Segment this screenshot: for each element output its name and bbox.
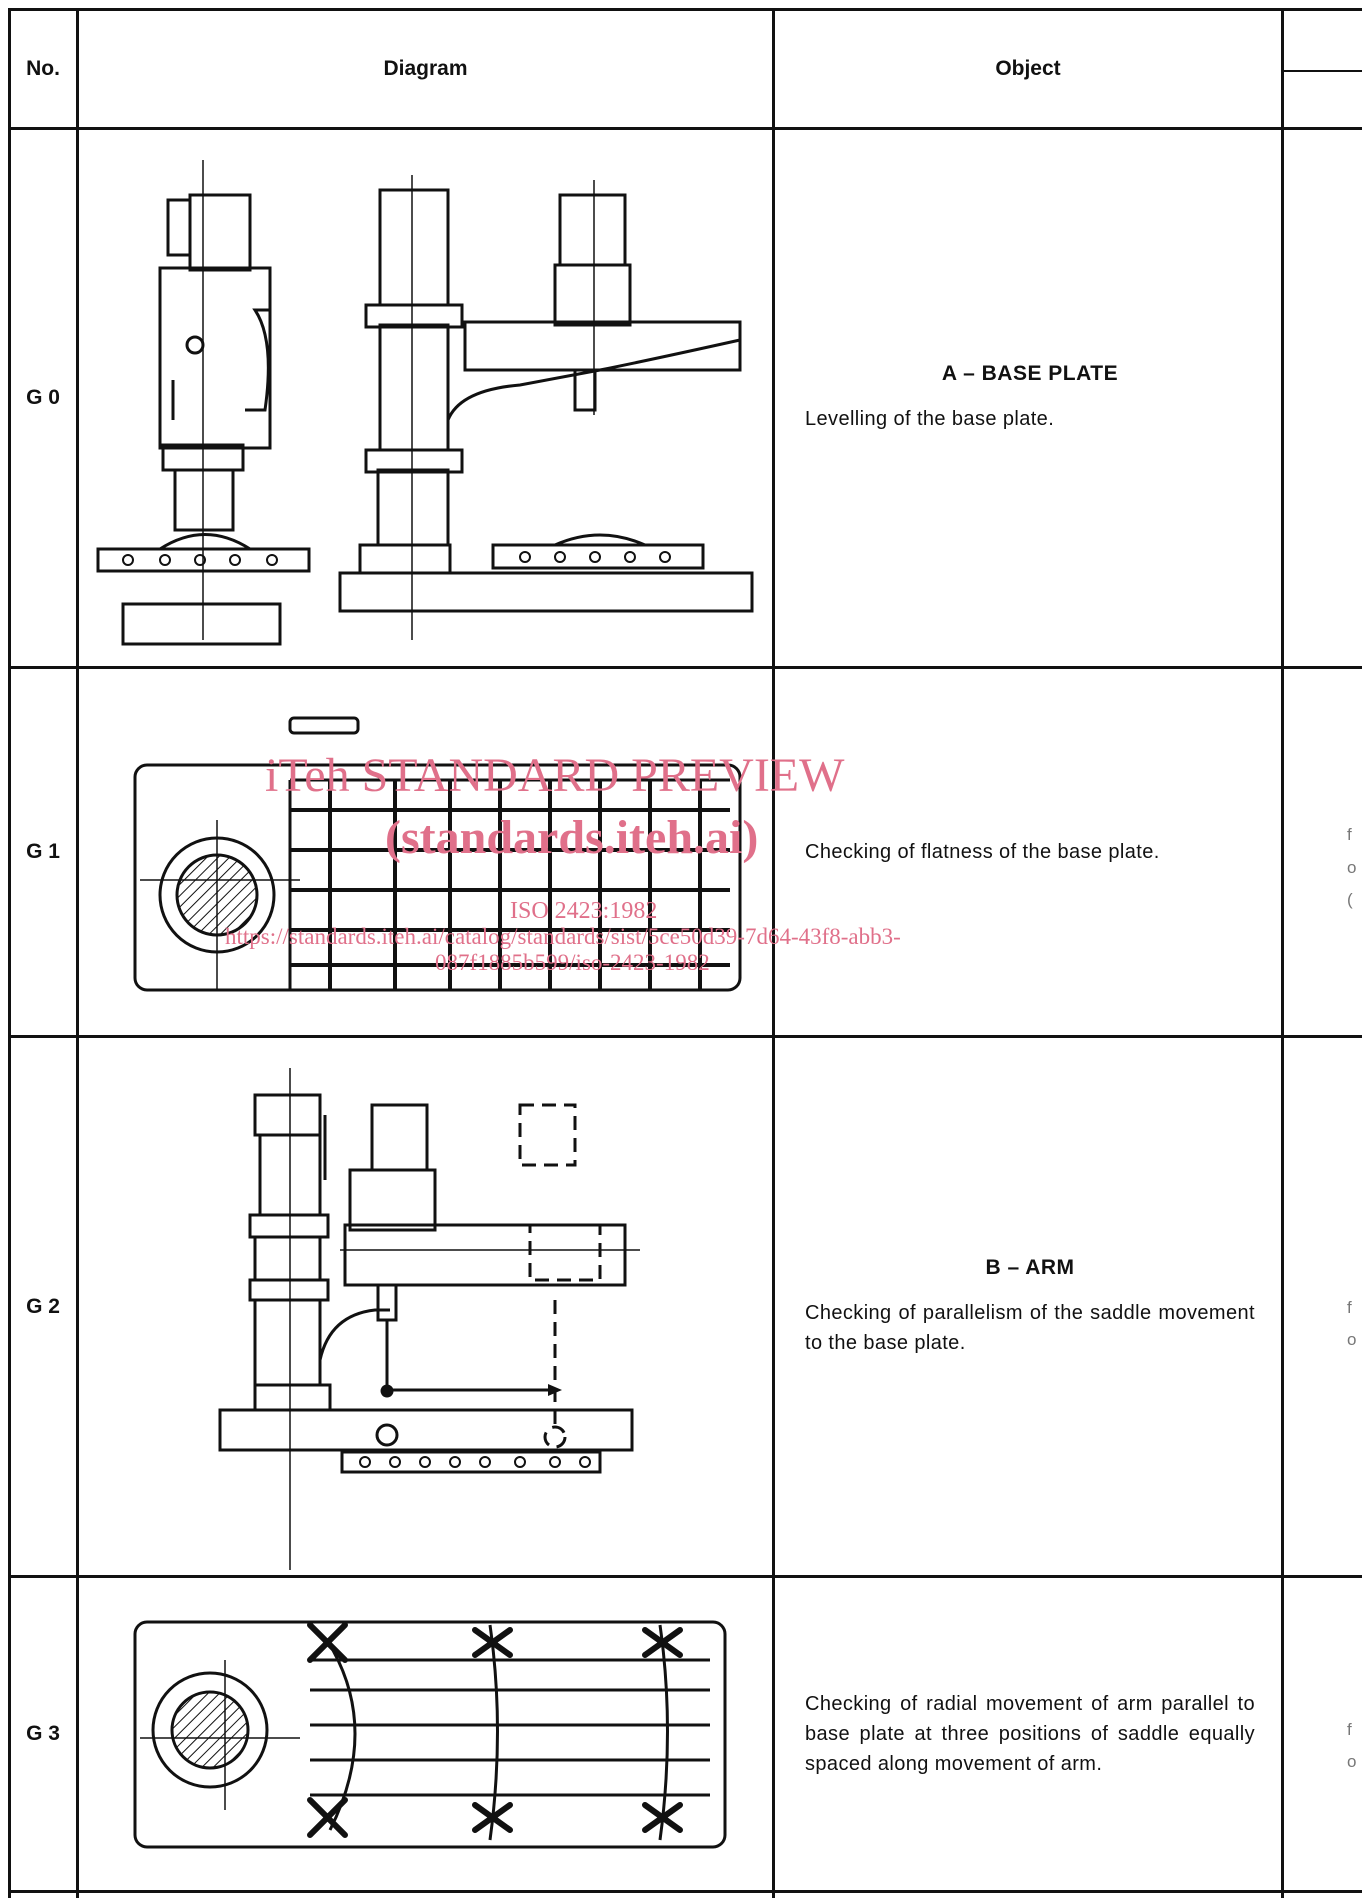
header-diagram: Diagram	[383, 57, 468, 80]
clipped-text-g3-1: f	[1347, 1720, 1352, 1739]
col-object-divider	[1281, 8, 1284, 1898]
row-number-g3: G 3	[26, 1722, 60, 1745]
diagram-g1-flatness-grid	[133, 716, 742, 992]
clipped-text-g2-1: f	[1347, 1298, 1352, 1317]
object-text-g0: Levelling of the base plate.	[805, 408, 1055, 430]
col-no-divider	[76, 8, 79, 1898]
table-left-border	[8, 8, 11, 1898]
col-diagram-divider	[772, 8, 775, 1898]
object-text-g2: Checking of parallelism of the saddle mo…	[805, 1301, 1255, 1354]
object-cell-g1: Checking of flatness of the base plate.	[775, 669, 1285, 1035]
watermark-title: iTeh STANDARD PREVIEW	[265, 749, 845, 802]
clipped-text-g3-2: o	[1347, 1752, 1357, 1771]
remarks-header-rule	[1283, 70, 1362, 72]
object-cell-g2: B – ARM Checking of parallelism of the s…	[775, 1038, 1285, 1575]
object-text-g1: Checking of flatness of the base plate.	[805, 841, 1160, 863]
row-g3-bottom-border	[8, 1890, 1362, 1893]
clipped-text-g2-2: o	[1347, 1330, 1357, 1349]
header-no: No.	[26, 57, 60, 80]
watermark-iso: ISO 2423:1982	[510, 898, 658, 924]
object-cell-g0: A – BASE PLATE Levelling of the base pla…	[775, 130, 1285, 666]
clipped-text-g1-1: f	[1347, 825, 1352, 844]
diagram-g2-saddle-parallelism	[218, 1068, 640, 1570]
row-number-g1: G 1	[26, 840, 60, 863]
row-g0-bottom-border	[8, 666, 1362, 669]
clipped-text-g1-2: o	[1347, 858, 1357, 877]
watermark-url-1: https://standards.iteh.ai/catalog/standa…	[225, 924, 901, 949]
row-number-g2: G 2	[26, 1294, 60, 1318]
row-g2-bottom-border	[8, 1575, 1362, 1578]
watermark-url-2: 087f1885b599/iso-2423-1982	[435, 950, 710, 975]
row-number-g0: G 0	[26, 386, 60, 409]
object-text-g3: Checking of radial movement of arm paral…	[805, 1693, 1255, 1775]
row-g1-bottom-border	[8, 1035, 1362, 1038]
object-cell-g3: Checking of radial movement of arm paral…	[775, 1578, 1285, 1890]
section-heading-arm: B – ARM	[985, 1255, 1075, 1279]
header-object: Object	[995, 57, 1061, 80]
header-bottom-border	[8, 127, 1362, 130]
diagram-g3-radial-arm-movement	[133, 1620, 727, 1849]
table-top-border	[8, 8, 1362, 11]
clipped-text-g1-3: (	[1347, 890, 1353, 909]
section-heading-base-plate: A – BASE PLATE	[941, 362, 1119, 385]
watermark-subtitle: (standards.iteh.ai)	[385, 811, 759, 864]
diagram-g0-base-plate-levelling	[96, 160, 754, 646]
